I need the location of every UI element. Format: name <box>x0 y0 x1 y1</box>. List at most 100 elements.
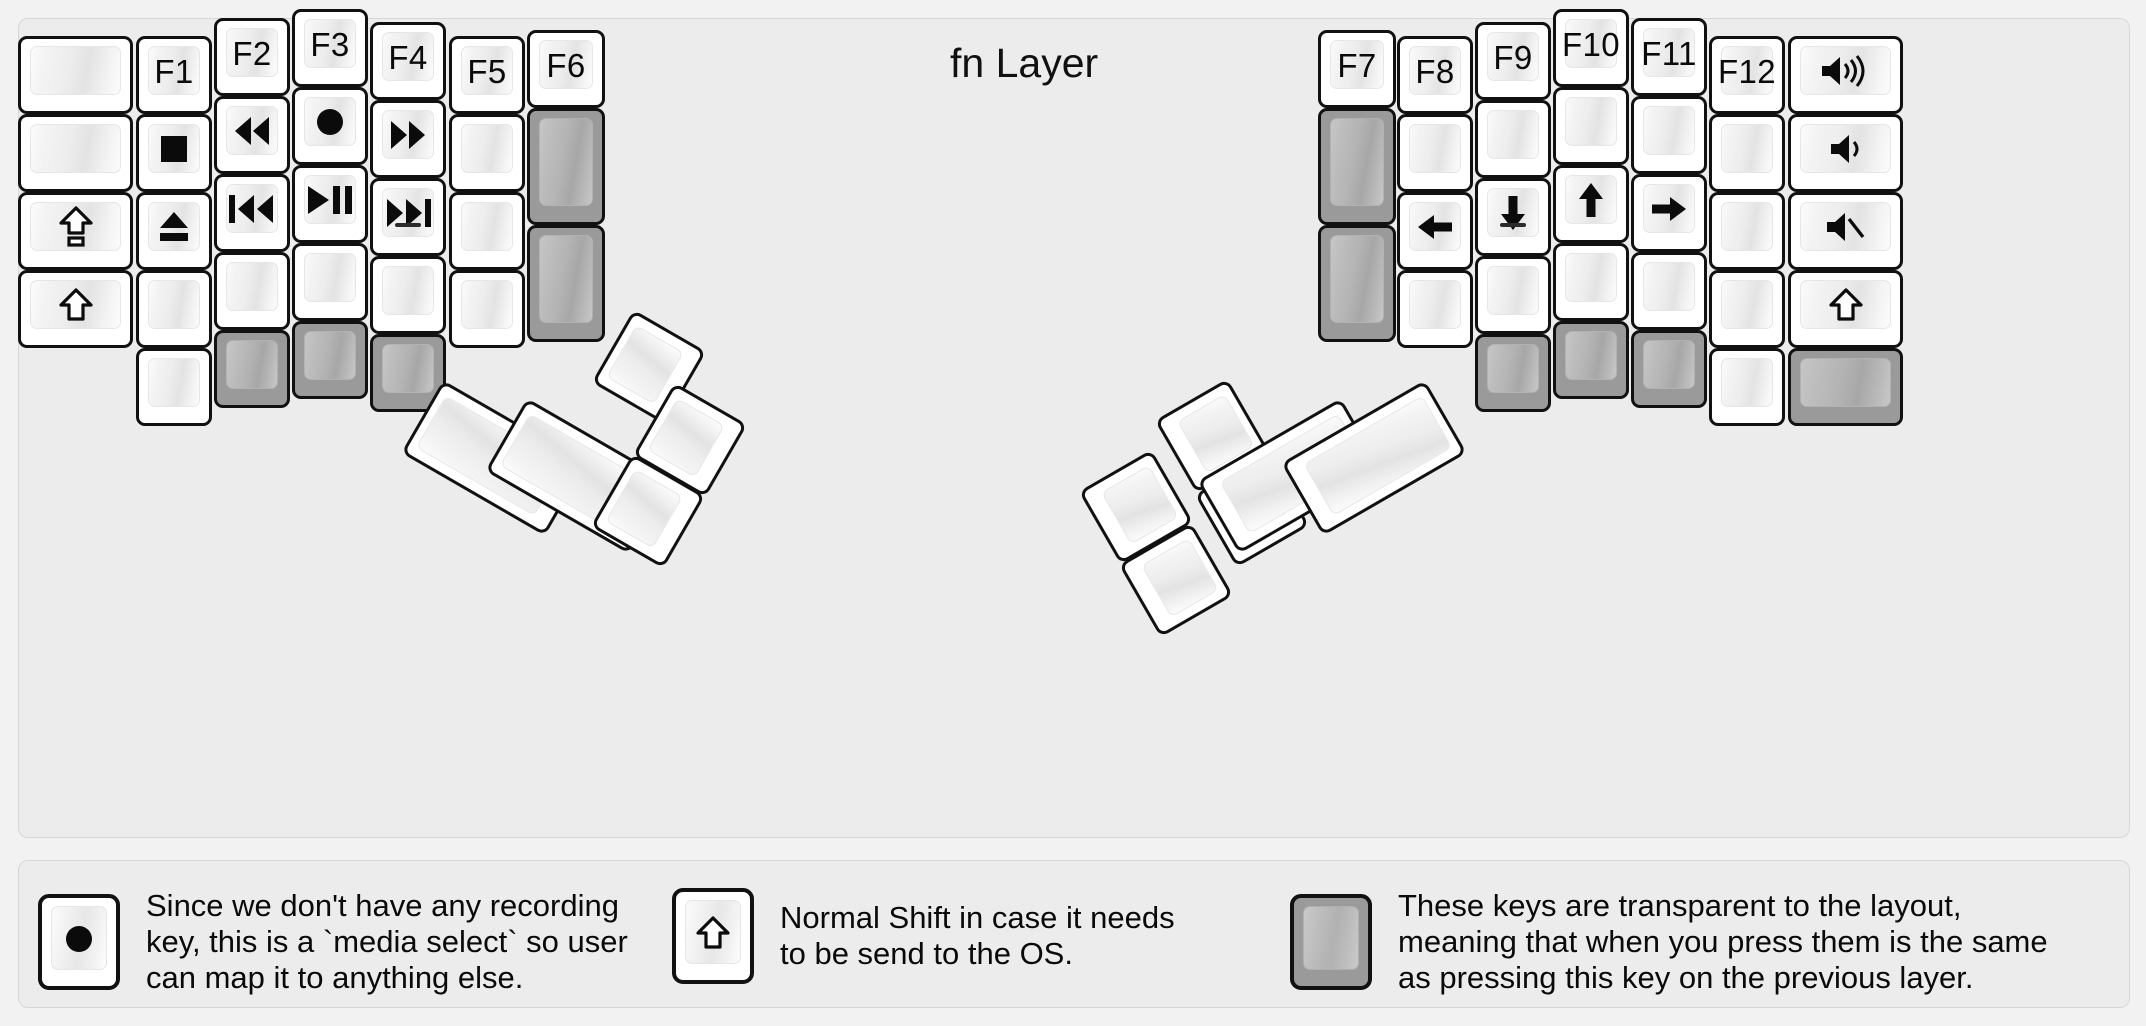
keycap-surface <box>30 280 121 329</box>
legend-normal-shift-sample-key[interactable] <box>672 888 754 984</box>
key-volume-down-65[interactable] <box>1788 114 1903 192</box>
keycap-surface <box>148 358 200 407</box>
key-blank-62[interactable] <box>1709 270 1785 348</box>
key-transparent-48[interactable] <box>1475 334 1551 412</box>
keycap-surface <box>539 118 593 206</box>
key-transparent-24[interactable] <box>370 334 446 412</box>
key-f6-29[interactable]: F6 <box>527 30 605 108</box>
keycap-surface <box>1409 46 1461 95</box>
key-transparent-58[interactable] <box>1631 330 1707 408</box>
key-blank-43[interactable] <box>1397 270 1473 348</box>
keycap-surface <box>30 202 121 251</box>
keycap-surface <box>1565 253 1617 302</box>
key-blank-18[interactable] <box>292 243 368 321</box>
key-volume-mute-66[interactable] <box>1788 192 1903 270</box>
key-blank-57[interactable] <box>1631 252 1707 330</box>
key-blank-60[interactable] <box>1709 114 1785 192</box>
key-f10-49[interactable]: F10 <box>1553 9 1629 87</box>
key-arrow-down-46[interactable] <box>1475 178 1551 256</box>
key-blank-61[interactable] <box>1709 192 1785 270</box>
key-f8-40[interactable]: F8 <box>1397 36 1473 114</box>
key-f2-10[interactable]: F2 <box>214 18 290 96</box>
key-media-rewind-11[interactable] <box>214 96 290 174</box>
key-blank-50[interactable] <box>1553 87 1629 165</box>
key-f9-44[interactable]: F9 <box>1475 22 1551 100</box>
key-transparent-38[interactable] <box>1318 108 1396 225</box>
key-blank-63[interactable] <box>1709 348 1785 426</box>
keycap-surface <box>1643 184 1695 233</box>
key-transparent-68[interactable] <box>1788 348 1903 426</box>
key-blank-23[interactable] <box>370 256 446 334</box>
key-transparent-53[interactable] <box>1553 321 1629 399</box>
legend-transparent-keys-sample-key[interactable] <box>1290 893 1372 990</box>
key-media-playpause-17[interactable] <box>292 165 368 243</box>
keycap-surface <box>1800 358 1891 407</box>
key-f4-20[interactable]: F4 <box>370 22 446 100</box>
key-transparent-30[interactable] <box>527 108 605 225</box>
key-shift-67[interactable] <box>1788 270 1903 348</box>
keycap-surface <box>1330 40 1384 89</box>
key-blank-1[interactable] <box>18 36 133 114</box>
key-arrow-up-51[interactable] <box>1553 165 1629 243</box>
key-blank-26[interactable] <box>449 114 525 192</box>
keycap-surface <box>148 46 200 95</box>
key-blank-55[interactable] <box>1631 96 1707 174</box>
legend-media-select-sample-key[interactable] <box>38 893 120 990</box>
key-f3-15[interactable]: F3 <box>292 9 368 87</box>
key-transparent-31[interactable] <box>527 225 605 342</box>
key-media-fastforward-21[interactable] <box>370 100 446 178</box>
key-blank-28[interactable] <box>449 270 525 348</box>
keycap-surface <box>304 175 356 224</box>
key-caps-lock-3[interactable] <box>18 192 133 270</box>
keycap-surface <box>226 184 278 233</box>
key-blank-41[interactable] <box>1397 114 1473 192</box>
key-f5-25[interactable]: F5 <box>449 36 525 114</box>
key-blank-27[interactable] <box>449 192 525 270</box>
key-transparent-14[interactable] <box>214 330 290 408</box>
key-media-stop-6[interactable] <box>136 114 212 192</box>
key-f1-5[interactable]: F1 <box>136 36 212 114</box>
page-title: fn Layer <box>950 40 1099 86</box>
keycap-surface <box>382 344 434 393</box>
key-arrow-right-56[interactable] <box>1631 174 1707 252</box>
key-transparent-19[interactable] <box>292 321 368 399</box>
keycap-surface <box>226 340 278 389</box>
keycap-surface <box>1721 124 1773 173</box>
key-transparent-39[interactable] <box>1318 225 1396 342</box>
keycap-surface <box>1487 344 1539 393</box>
key-f11-54[interactable]: F11 <box>1631 18 1707 96</box>
keycap-surface <box>461 46 513 95</box>
keycap-surface <box>1409 280 1461 329</box>
key-media-prev-12[interactable] <box>214 174 290 252</box>
keycap-surface <box>1565 97 1617 146</box>
keycap-surface <box>226 106 278 155</box>
keycap-surface <box>1141 538 1219 618</box>
key-blank-8[interactable] <box>136 270 212 348</box>
keycap-surface <box>304 97 356 146</box>
key-media-eject-7[interactable] <box>136 192 212 270</box>
keycap-surface <box>539 40 593 89</box>
key-blank-13[interactable] <box>214 252 290 330</box>
key-shift-4[interactable] <box>18 270 133 348</box>
key-f12-59[interactable]: F12 <box>1709 36 1785 114</box>
key-f7-37[interactable]: F7 <box>1318 30 1396 108</box>
keycap-surface <box>461 280 513 329</box>
keycap-surface <box>1330 235 1384 323</box>
key-blank-52[interactable] <box>1553 243 1629 321</box>
key-media-next-22[interactable] <box>370 178 446 256</box>
key-arrow-left-42[interactable] <box>1397 192 1473 270</box>
keycap-surface <box>30 46 121 95</box>
keycap-surface <box>1721 202 1773 251</box>
key-blank-47[interactable] <box>1475 256 1551 334</box>
key-blank-45[interactable] <box>1475 100 1551 178</box>
keycap-surface <box>1330 118 1384 206</box>
legend-normal-shift: Normal Shift in case it needs to be send… <box>672 888 1175 984</box>
legend-media-select: Since we don't have any recording key, t… <box>38 888 628 996</box>
key-media-record-16[interactable] <box>292 87 368 165</box>
keycap-surface <box>461 124 513 173</box>
keycap-surface <box>304 19 356 68</box>
keycap-surface <box>1487 110 1539 159</box>
key-blank-9[interactable] <box>136 348 212 426</box>
key-blank-2[interactable] <box>18 114 133 192</box>
key-volume-up-64[interactable] <box>1788 36 1903 114</box>
